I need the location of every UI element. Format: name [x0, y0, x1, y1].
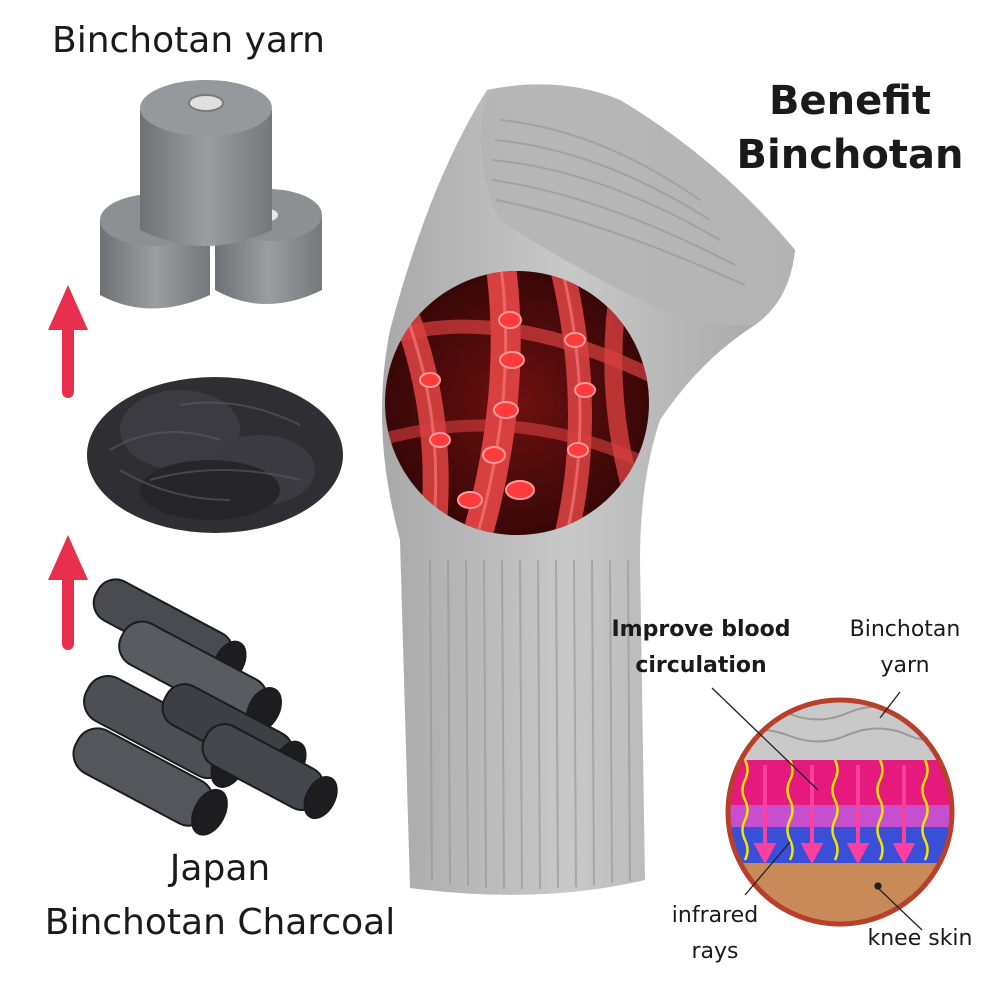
japan-line2: Binchotan Charcoal — [44, 902, 396, 943]
benefit-heading: Benefit Binchotan — [700, 74, 1000, 182]
charcoal-caption: Japan Binchotan Charcoal — [0, 842, 440, 950]
arrow-up-icon — [48, 535, 88, 650]
knee-skin-label: knee skin — [867, 926, 973, 951]
charcoal-fiber — [87, 377, 343, 533]
charcoal-logs — [72, 578, 338, 836]
improve-circulation-label: Improve blood circulation — [596, 612, 806, 684]
infrared-rays-label: infrared rays — [650, 898, 780, 970]
binchotan-yarn-line2: yarn — [880, 653, 930, 678]
infrared-line2: rays — [691, 939, 739, 964]
layer-diagram — [711, 687, 955, 931]
arrow-up-icon — [48, 285, 88, 398]
improve-line1: Improve blood — [611, 617, 791, 642]
yarn-title: Binchotan yarn — [52, 20, 325, 61]
binchotan-yarn-line1: Binchotan — [849, 617, 961, 642]
yarn-spools — [100, 80, 322, 309]
improve-line2: circulation — [635, 653, 767, 678]
benefit-line1: Benefit — [769, 78, 931, 124]
japan-line1: Japan — [169, 848, 271, 889]
binchotan-yarn-label: Binchotan yarn — [820, 612, 990, 684]
infrared-line1: infrared — [671, 903, 759, 928]
benefit-line2: Binchotan — [736, 132, 964, 178]
